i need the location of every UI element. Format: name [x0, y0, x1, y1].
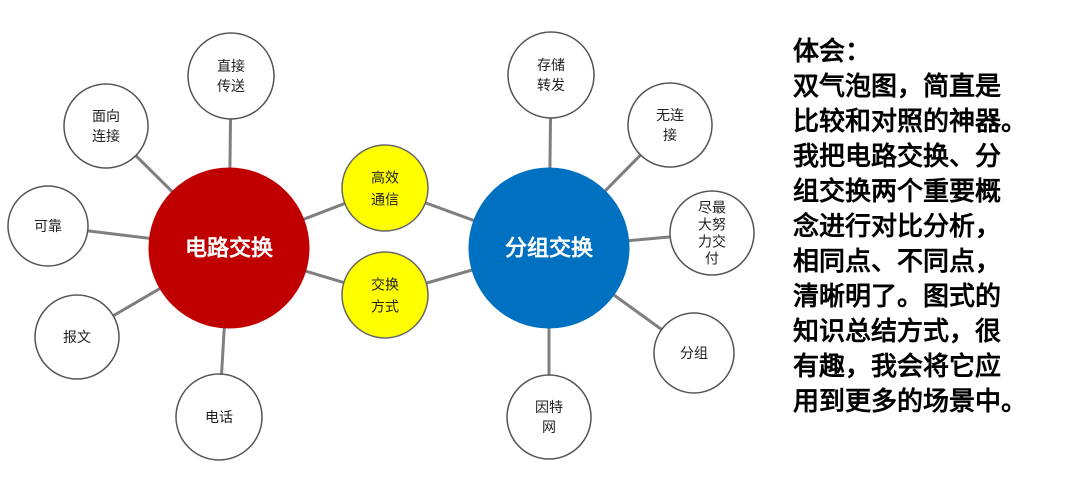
left-topic-bubble-circle [148, 167, 310, 329]
left-topic-bubble: 电路交换 [148, 167, 310, 329]
right-attribute-bubble-circle [653, 312, 735, 394]
right-attribute-bubble: 因特网 [506, 374, 592, 460]
right-attribute-bubble: 分组 [653, 312, 735, 394]
right-attribute-bubble-label: 因特 [535, 400, 563, 416]
left-attribute-bubble-label: 连接 [92, 128, 120, 145]
reflection-line: 知识总结方式，很 [793, 317, 1002, 347]
left-attribute-bubble: 可靠 [7, 185, 89, 267]
right-topic-bubble-label: 分组交换 [505, 236, 594, 262]
right-attribute-bubble: 无连接 [627, 82, 713, 168]
reflection-line: 组交换两个重要概 [793, 177, 1002, 207]
reflection-line: 体会： [793, 37, 872, 67]
right-attribute-bubble-label: 大努 [698, 217, 726, 233]
right-attribute-bubble-label: 无连 [656, 108, 684, 124]
shared-bubble-label: 通信 [371, 192, 399, 208]
left-attribute-bubble-circle [187, 32, 275, 120]
left-attribute-bubble-circle [34, 294, 120, 380]
reflection-line: 有趣，我会将它应 [793, 352, 1002, 382]
right-attribute-bubble-label: 力交 [698, 233, 726, 250]
reflection-line: 相同点、不同点， [793, 247, 1002, 277]
right-topic-bubble: 分组交换 [468, 167, 630, 329]
right-attribute-bubble-label: 网 [542, 420, 556, 436]
left-attribute-bubble-label: 面向 [92, 109, 120, 125]
right-attribute-bubble-label: 存储 [537, 58, 565, 74]
right-attribute-bubble-label: 转发 [537, 78, 565, 94]
left-attribute-bubble: 电话 [175, 373, 263, 461]
left-attribute-bubble-label: 直接 [217, 58, 245, 75]
left-attribute-bubble-label: 电话 [205, 410, 233, 426]
reflection-line: 用到更多的场景中。 [793, 387, 1028, 417]
left-topic-bubble-label: 电路交换 [185, 236, 274, 262]
shared-bubble-label: 方式 [371, 299, 399, 315]
left-attribute-bubble-circle [63, 83, 149, 169]
left-attribute-bubble-label: 传送 [217, 79, 245, 95]
left-attribute-bubble-label: 报文 [63, 330, 91, 346]
reflection-line: 比较和对照的神器。 [793, 107, 1028, 137]
right-attribute-bubble-label: 接 [663, 127, 677, 144]
right-attribute-bubble-label: 尽最 [698, 200, 726, 216]
bubbles: 直接传送面向连接可靠报文电话存储转发无连接尽最大努力交付分组因特网高效通信交换方… [7, 31, 755, 461]
reflection-text-block: 体会： 双气泡图，简直是比较和对照的神器。我把电路交换、分组交换两个重要概念进行对… [793, 35, 1078, 420]
left-attribute-bubble-circle [175, 373, 263, 461]
right-attribute-bubble-label: 付 [705, 251, 719, 267]
double-bubble-map: 直接传送面向连接可靠报文电话存储转发无连接尽最大努力交付分组因特网高效通信交换方… [7, 31, 755, 461]
shared-bubble-label: 高效 [371, 169, 399, 186]
reflection-line: 双气泡图，简直是 [793, 72, 1002, 102]
right-attribute-bubble-circle [627, 82, 713, 168]
shared-bubble-circle [341, 144, 429, 232]
shared-bubble-label: 交换 [371, 276, 399, 293]
right-attribute-bubble-circle [669, 190, 755, 276]
right-attribute-bubble-circle [506, 374, 592, 460]
right-attribute-bubble-circle [507, 31, 595, 119]
right-topic-bubble-circle [468, 167, 630, 329]
left-attribute-bubble-circle [7, 185, 89, 267]
reflection-line: 念进行对比分析， [793, 212, 1002, 242]
reflection-line: 我把电路交换、分 [793, 142, 1002, 172]
left-attribute-bubble-label: 可靠 [34, 219, 62, 235]
left-attribute-bubble: 报文 [34, 294, 120, 380]
shared-bubble-circle [341, 251, 429, 339]
reflection-line: 清晰明了。图式的 [793, 282, 1002, 312]
right-attribute-bubble-label: 分组 [680, 346, 708, 362]
